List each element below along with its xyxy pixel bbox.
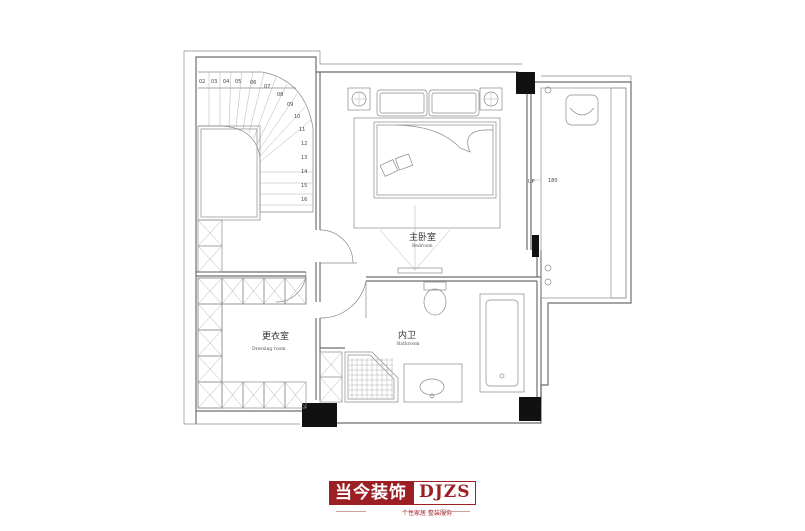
step-08: 08 bbox=[277, 92, 283, 98]
step-10: 10 bbox=[294, 114, 300, 120]
room-label-dressing-room: 更衣室 bbox=[262, 330, 289, 342]
pillar-bottom-left bbox=[302, 403, 337, 427]
brand-logo: 当今装饰 DJZS bbox=[329, 481, 477, 505]
nightstand-lamps bbox=[347, 87, 503, 111]
structural-pillars bbox=[302, 72, 541, 427]
pillar-top-right bbox=[516, 72, 535, 94]
exterior-walls bbox=[183, 50, 632, 425]
brand-name-en: DJZS bbox=[413, 481, 477, 505]
room-label-dressing-room-en: Dressing room bbox=[252, 346, 286, 352]
step-16: 16 bbox=[301, 197, 307, 203]
bathroom-cabinets bbox=[319, 351, 343, 403]
room-label-master-bedroom-en: Bedroom bbox=[412, 243, 433, 249]
pillar-mid-right bbox=[532, 235, 539, 257]
shower-area bbox=[344, 351, 399, 403]
wardrobe-cells bbox=[197, 277, 307, 409]
step-12: 12 bbox=[301, 141, 307, 147]
step-06: 06 bbox=[250, 80, 256, 86]
step-15: 15 bbox=[301, 183, 307, 189]
bathtub bbox=[479, 293, 525, 393]
pillar-bottom-right bbox=[519, 397, 541, 421]
step-07: 07 bbox=[264, 84, 270, 90]
step-14: 14 bbox=[301, 169, 307, 175]
step-03: 03 bbox=[211, 79, 217, 85]
brand-name-cn: 当今装饰 bbox=[329, 481, 413, 505]
step-09: 09 bbox=[287, 102, 293, 108]
slogan-rule-right bbox=[440, 511, 470, 512]
wardrobe-cabinets bbox=[197, 219, 307, 409]
bed bbox=[353, 89, 501, 229]
room-label-master-bedroom: 主卧室 bbox=[409, 231, 436, 243]
balcony-area: UP 180 bbox=[528, 86, 627, 299]
tv-cabinet bbox=[379, 205, 451, 274]
step-02: 02 bbox=[199, 79, 205, 85]
step-13: 13 bbox=[301, 155, 307, 161]
dimension-label: 180 bbox=[548, 178, 558, 184]
toilet bbox=[423, 281, 447, 316]
room-label-bathroom: 内卫 bbox=[398, 329, 416, 341]
room-label-bathroom-en: Bathroom bbox=[397, 341, 420, 347]
doors bbox=[275, 229, 367, 319]
up-label: UP bbox=[528, 179, 535, 185]
vanity-sink bbox=[403, 363, 463, 403]
slogan-rule-left bbox=[336, 511, 366, 512]
interior-walls bbox=[196, 72, 542, 405]
spiral-staircase: 02 03 04 05 06 07 08 09 10 11 12 13 14 1… bbox=[197, 71, 314, 221]
step-04: 04 bbox=[223, 79, 229, 85]
step-11: 11 bbox=[299, 127, 305, 133]
step-05: 05 bbox=[235, 79, 241, 85]
brand-slogan: 个性家居 整装服务 bbox=[402, 510, 452, 517]
